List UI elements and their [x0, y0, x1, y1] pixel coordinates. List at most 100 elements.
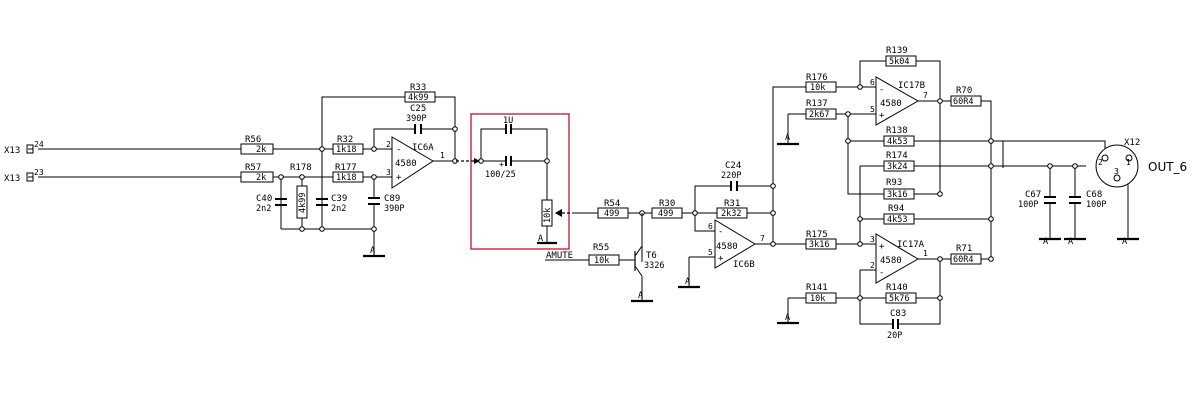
ground-symbol: A [363, 246, 385, 258]
ref-label: T6 [646, 251, 657, 261]
svg-text:A: A [370, 246, 375, 256]
value-label: 4k53 [887, 137, 907, 147]
junction [770, 241, 776, 247]
value-label: 100P [1018, 200, 1038, 210]
junction [770, 210, 776, 216]
value-label: 20P [887, 331, 902, 341]
ref-label: X12 [1124, 138, 1140, 148]
value-label: 60R4 [953, 97, 973, 107]
svg-text:A: A [685, 277, 690, 287]
junction [937, 98, 943, 104]
value-label: 2k67 [809, 110, 829, 120]
resistor-r94: R94 4k53 [883, 204, 915, 225]
pin-label: 7 [923, 91, 928, 100]
highlighted-volume-section: 10k [470, 113, 572, 250]
ref-label: R174 [886, 151, 908, 161]
minus-sign: - [718, 227, 723, 237]
value-label: 499 [658, 209, 673, 219]
plus-sign: + [879, 111, 885, 121]
resistor-r54: R54 499 [597, 199, 629, 219]
junction [937, 191, 943, 197]
value-label: 2k [256, 173, 266, 183]
capacitor-c68: C68 100P [1069, 190, 1106, 210]
ref-label: R137 [806, 99, 828, 109]
svg-text:A: A [785, 133, 790, 143]
value-label: 10k [594, 256, 609, 266]
connector-label: X13 [4, 174, 20, 184]
value-label: 4k99 [408, 93, 428, 103]
pin-label: 2 [870, 261, 875, 270]
pin-label: 7 [760, 234, 765, 243]
junction [988, 138, 994, 144]
junction [857, 216, 863, 222]
junction [857, 241, 863, 247]
svg-text:A: A [1068, 237, 1073, 247]
svg-text:A: A [1043, 237, 1048, 247]
value-label: 220P [721, 171, 741, 181]
resistor-r137: R137 2k67 [805, 99, 837, 120]
ref-label: R93 [886, 178, 902, 188]
ref-label: R57 [245, 163, 261, 173]
amute-net-label: AMUTE [546, 251, 573, 261]
value-label: 3k16 [809, 240, 829, 250]
value-label: 3k16 [887, 190, 907, 200]
value-label: 2n2 [256, 204, 271, 214]
link-arrow [474, 158, 480, 164]
junction [1047, 163, 1053, 169]
ref-label: R177 [335, 163, 357, 173]
value-label: 1k18 [336, 145, 356, 155]
junction [299, 226, 305, 232]
junction [299, 174, 305, 180]
value-label: 10k [543, 208, 553, 223]
pin-label: 5 [870, 105, 875, 114]
value-label: 2n2 [331, 204, 346, 214]
junction [988, 256, 994, 262]
ground-symbol: A [1117, 237, 1139, 247]
part-label: 4580 [716, 242, 738, 252]
resistor-r174: R174 3k24 [883, 151, 915, 172]
value-label: 4k53 [887, 215, 907, 225]
junction [937, 256, 943, 262]
plus-sign: + [499, 160, 504, 169]
svg-text:A: A [1122, 237, 1127, 247]
ref-label: R178 [290, 163, 312, 173]
resistor-r32: R32 1k18 [332, 135, 364, 155]
pin-label: 6 [870, 78, 875, 87]
value-label: 3k24 [887, 162, 907, 172]
ref-label: C83 [890, 309, 906, 319]
minus-sign: - [879, 85, 884, 95]
ref-label: R71 [956, 244, 972, 254]
capacitor-c67: C67 100P [1018, 190, 1056, 210]
ref-label: R55 [593, 243, 609, 253]
resistor-r176: R176 10k [805, 73, 837, 93]
resistor-r177: R177 1k18 [332, 163, 364, 183]
resistor-r138: R138 4k53 [883, 126, 915, 147]
ref-label: IC6A [412, 143, 434, 153]
capacitor-c24: C24 220P [721, 161, 741, 191]
resistor-r178: R178 4k99 [290, 163, 312, 219]
pin-label: 6 [708, 222, 713, 231]
ref-label: R141 [806, 283, 828, 293]
ref-label: R33 [410, 83, 426, 93]
ground-symbol: A [777, 133, 799, 146]
resistor-r139: R139 5k04 [885, 46, 917, 67]
value-label: 1U [503, 116, 513, 126]
ground-symbol: A [1064, 237, 1086, 247]
resistor-r55: R55 10k [588, 243, 620, 266]
junction [371, 174, 377, 180]
svg-text:A: A [785, 313, 790, 323]
plus-sign: + [396, 173, 402, 183]
junction [857, 295, 863, 301]
ref-label: R140 [886, 283, 908, 293]
junction [319, 226, 325, 232]
ref-label: R54 [604, 199, 620, 209]
resistor-r71: R71 60R4 [950, 244, 982, 265]
opamp-ic6a: IC6A 4580 - + 2 3 1 [386, 136, 445, 189]
resistor-r33: R33 4k99 [404, 83, 436, 103]
value-label: 5k76 [889, 294, 909, 304]
junction [692, 210, 698, 216]
ground-symbols: A A A A A A A A [363, 133, 1139, 325]
connector-label: X13 [4, 146, 20, 156]
capacitor-c39: C39 2n2 [316, 194, 347, 214]
junction [371, 146, 377, 152]
